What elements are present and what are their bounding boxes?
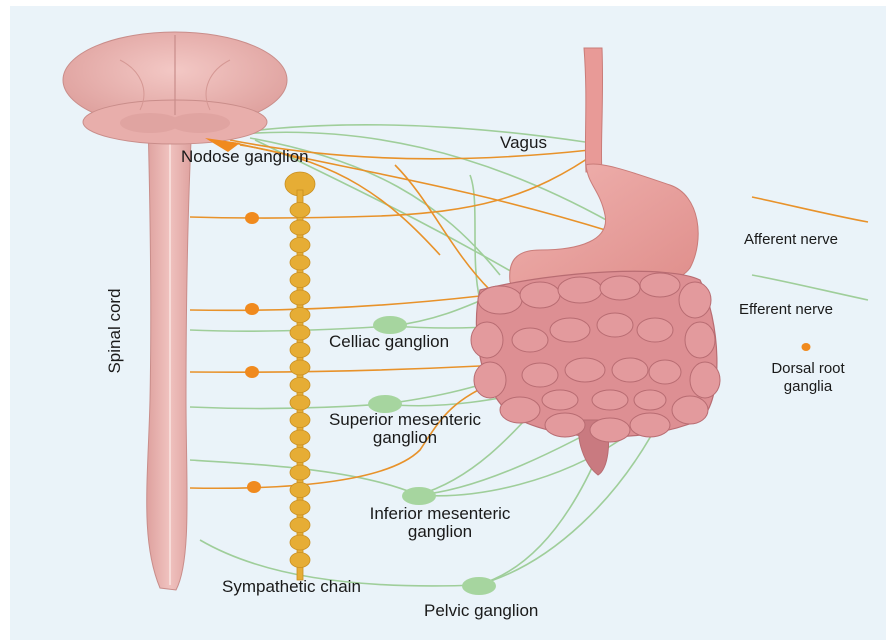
intestine-loop: [550, 318, 590, 342]
legend-dorsal-label: Dorsal root ganglia: [748, 360, 868, 396]
inferior-mesenteric-line2: ganglion: [340, 523, 540, 541]
vagus-label: Vagus: [500, 134, 547, 152]
intestine-loop: [542, 390, 578, 410]
chain-ganglion: [290, 290, 310, 305]
intestine-loop: [690, 362, 720, 398]
chain-ganglion: [290, 395, 310, 410]
intestine-loop: [478, 286, 522, 314]
spinal-cord-label: Spinal cord: [106, 286, 124, 376]
pelvic-ganglion-shape: [462, 577, 496, 595]
legend-dorsal-line2: ganglia: [748, 378, 868, 396]
intestine-loop: [471, 322, 503, 358]
intestine-loop: [545, 413, 585, 437]
intestine-loop: [634, 390, 666, 410]
legend-dorsal-line1: Dorsal root: [748, 360, 868, 378]
chain-ganglion: [290, 535, 310, 550]
chain-ganglion: [290, 378, 310, 393]
chain-ganglion: [290, 203, 310, 218]
intestine-loop: [512, 328, 548, 352]
celiac-ganglion-label: Celliac ganglion: [329, 333, 449, 351]
legend-afferent-label: Afferent nerve: [744, 231, 838, 249]
intestine-loop: [612, 358, 648, 382]
superior-mesenteric-line1: Superior mesenteric: [300, 411, 510, 429]
intestine-loop: [672, 396, 708, 424]
intestine-loop: [565, 358, 605, 382]
chain-ganglion: [290, 518, 310, 533]
chain-ganglion: [290, 308, 310, 323]
intestine-loop: [597, 313, 633, 337]
spinal-cord: [147, 120, 192, 590]
chain-ganglion: [290, 273, 310, 288]
intestine-loop: [630, 413, 670, 437]
intestine-loop: [679, 282, 711, 318]
brain: [63, 32, 287, 144]
intestine-loop: [520, 282, 560, 308]
superior-mesenteric-label: Superior mesenteric ganglion: [300, 411, 510, 447]
chain-ganglion: [290, 448, 310, 463]
intestine-loop: [474, 362, 506, 398]
chain-ganglion: [290, 465, 310, 480]
inferior-mesenteric-line1: Inferior mesenteric: [340, 505, 540, 523]
inferior-mesenteric-ganglion-shape: [402, 487, 436, 505]
intestine-loop: [637, 318, 673, 342]
intestine-loop: [600, 276, 640, 300]
chain-ganglion: [290, 500, 310, 515]
chain-ganglion: [290, 255, 310, 270]
chain-ganglion: [290, 360, 310, 375]
chain-ganglion: [290, 325, 310, 340]
intestine-loop: [592, 390, 628, 410]
chain-ganglion: [290, 483, 310, 498]
chain-ganglion: [290, 220, 310, 235]
intestine-loop: [685, 322, 715, 358]
intestine-loop: [558, 277, 602, 303]
pelvic-ganglion-label: Pelvic ganglion: [424, 602, 538, 620]
chain-ganglion: [290, 553, 310, 568]
nodose-ganglion-label: Nodose ganglion: [181, 148, 309, 166]
superior-mesenteric-line2: ganglion: [300, 429, 510, 447]
chain-ganglion: [290, 238, 310, 253]
legend-efferent-label: Efferent nerve: [739, 301, 833, 319]
intestine-loop: [590, 418, 630, 442]
chain-ganglion: [290, 343, 310, 358]
intestine-loop: [522, 363, 558, 387]
inferior-mesenteric-label: Inferior mesenteric ganglion: [340, 505, 540, 541]
sympathetic-chain-label: Sympathetic chain: [222, 578, 361, 596]
intestine-loop: [640, 273, 680, 297]
intestine-loop: [649, 360, 681, 384]
